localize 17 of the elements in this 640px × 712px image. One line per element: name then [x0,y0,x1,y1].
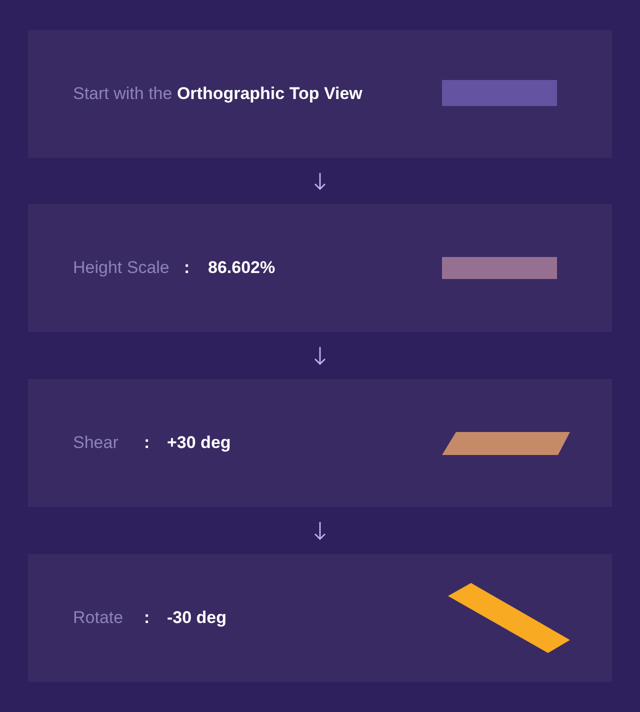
step-panel [28,554,612,682]
colon-text: : [144,433,150,453]
colon-text: : [184,258,190,278]
step-value: -30 deg [167,608,227,628]
arrow [314,522,326,540]
colon-text: : [144,608,150,628]
step-panel [28,379,612,507]
step-value: +30 deg [167,433,231,453]
step-panel [28,204,612,332]
step-label: Shear [73,433,118,453]
step-label: Rotate [73,608,124,628]
arrow [314,173,326,190]
step-panel [28,30,612,158]
step-value: 86.602% [208,258,276,278]
arrow [314,347,326,365]
step-description: Start with the Orthographic Top View [73,84,362,104]
step-label: Height Scale [73,258,170,278]
